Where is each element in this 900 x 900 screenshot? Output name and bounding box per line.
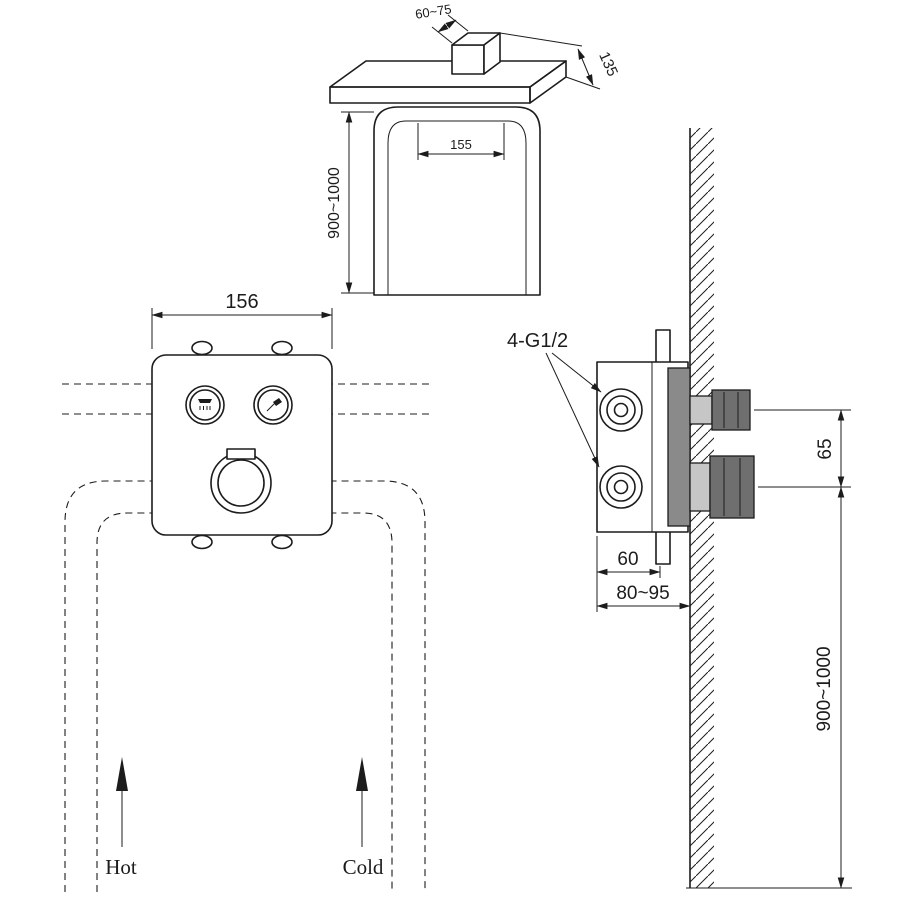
ext-line: [499, 32, 583, 47]
mounting-ear: [271, 534, 293, 550]
handle-stem: [689, 462, 711, 512]
dim-opening-width: 155: [417, 123, 505, 160]
dim-60-label: 60: [617, 549, 638, 570]
body-outer-outline: [373, 106, 541, 296]
trim-plate-edge: [667, 367, 691, 527]
ext-line: [431, 26, 453, 44]
dim-155-label: 155: [450, 137, 472, 152]
body-inner-outline: [387, 120, 527, 295]
cold-label: Cold: [343, 855, 384, 879]
diverter-button-2: [253, 385, 293, 425]
hot-label: Hot: [105, 855, 137, 879]
leader-line: [545, 352, 600, 468]
thread-label: 4-G1/2: [507, 330, 568, 352]
dim-line: [577, 48, 594, 86]
dim-mount-height-section: 900~1000: [326, 111, 374, 294]
dim-pipe-depth: 60~75: [414, 1, 469, 44]
dim-line: [437, 19, 457, 33]
front-view: 156 Hot Cold: [62, 291, 430, 892]
ext-line: [565, 76, 601, 90]
hidden-pipe-inner: [96, 512, 393, 892]
plate-front-face: [329, 86, 531, 104]
handle-stem: [689, 395, 713, 425]
mounting-ear: [191, 534, 213, 550]
section-view: 155 900~1000 60~75 135: [326, 1, 621, 296]
valve-body-section: [373, 106, 541, 296]
mounting-ear: [271, 340, 293, 356]
handle-cap: [711, 389, 751, 431]
dim-plate-width: 156: [151, 291, 333, 349]
dim-embed-depth: 80~95: [596, 583, 691, 610]
mounting-ear: [191, 340, 213, 356]
dim-80-95-label: 80~95: [616, 583, 669, 604]
dim-60-75-label: 60~75: [414, 1, 452, 22]
plate-end-face: [529, 60, 567, 104]
leader-line: [551, 352, 602, 393]
dim-outlet-spacing: 65: [754, 409, 851, 488]
supply-pipe-stub: [451, 32, 501, 75]
handle-top: [689, 389, 751, 431]
button-inner-ring: [189, 389, 221, 421]
diverter-button-1: [185, 385, 225, 425]
dim-156-label: 156: [225, 291, 258, 313]
mounting-plate-slab: [329, 60, 567, 104]
up-arrow-icon: [116, 757, 128, 791]
dim-body-depth: 60: [596, 536, 661, 612]
dim-900-1000-label: 900~1000: [326, 167, 343, 239]
dim-65-label: 65: [815, 438, 836, 459]
dim-mount-height-side: 900~1000: [814, 486, 845, 889]
knob-inner-ring: [217, 459, 265, 507]
dim-900-1000-label: 900~1000: [814, 646, 835, 731]
thread-callout: 4-G1/2: [507, 330, 602, 468]
hidden-pipe-outer: [64, 480, 426, 892]
knob-tab: [226, 448, 256, 460]
shower-head-icon: [198, 399, 212, 410]
side-view: 4-G1/2 65 900~1000 60 80~95: [507, 128, 852, 889]
ext-line: [447, 14, 469, 32]
up-arrow-icon: [356, 757, 368, 791]
handle-bottom: [689, 455, 755, 519]
stub-front-face: [451, 44, 485, 75]
dim-135-label: 135: [595, 49, 621, 79]
handle-cap: [709, 455, 755, 519]
stub-side-face: [483, 32, 501, 75]
plate-top-face: [329, 60, 567, 88]
hot-flow-arrow: Hot: [105, 757, 137, 879]
port-top: [599, 388, 643, 432]
cold-flow-arrow: Cold: [343, 757, 384, 879]
port-bottom: [599, 465, 643, 509]
hand-shower-icon: [266, 398, 282, 412]
temperature-knob: [210, 448, 272, 514]
